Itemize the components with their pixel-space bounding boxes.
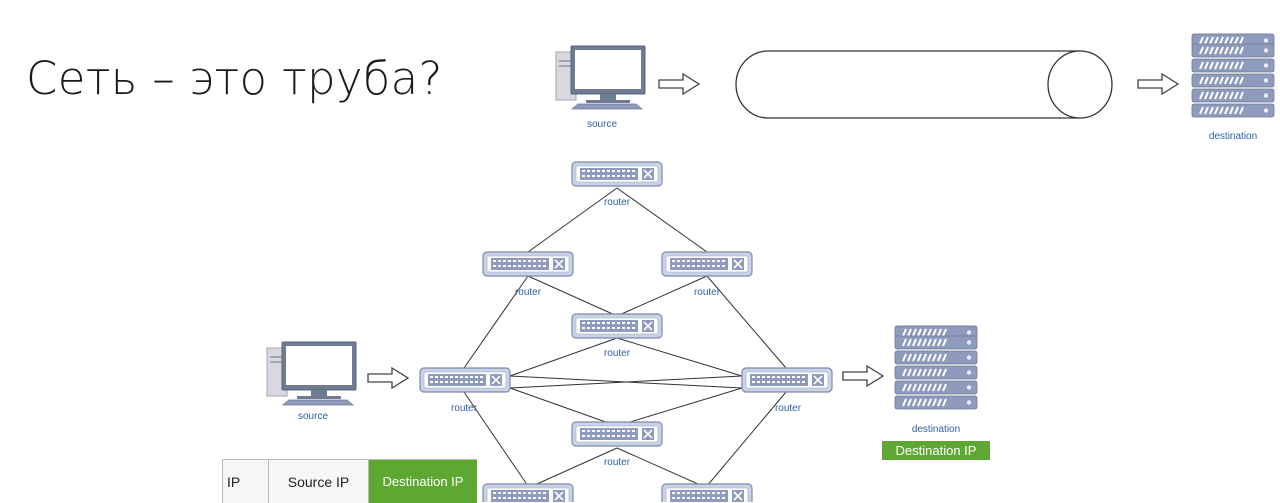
pipe-cylinder-icon bbox=[735, 50, 1113, 119]
router-label: router bbox=[604, 457, 631, 468]
router-switch-icon bbox=[661, 251, 753, 277]
router-label: router bbox=[515, 287, 542, 298]
network-links bbox=[463, 187, 787, 489]
router-label: router bbox=[604, 348, 631, 359]
destination-label: destination bbox=[1209, 131, 1257, 142]
page-title: Сеть – это труба? bbox=[26, 52, 443, 105]
packet-field-ip: IP bbox=[223, 460, 269, 503]
router-switch-icon bbox=[482, 483, 574, 502]
desktop-computer-icon bbox=[266, 341, 357, 406]
desktop-computer-icon bbox=[555, 45, 646, 110]
router-label: router bbox=[451, 403, 478, 414]
router-switch-icon bbox=[419, 367, 511, 393]
packet-field-source-ip: Source IP bbox=[269, 460, 369, 503]
router-switch-icon bbox=[661, 483, 753, 502]
server-rack-icon bbox=[894, 325, 978, 410]
router-switch-icon bbox=[571, 313, 663, 339]
ip-packet-header: IP Source IP Destination IP bbox=[222, 459, 477, 503]
right-arrow-icon bbox=[658, 73, 700, 95]
right-arrow-icon bbox=[1137, 73, 1179, 95]
destination-ip-badge: Destination IP bbox=[882, 441, 990, 460]
packet-field-destination-ip: Destination IP bbox=[369, 460, 477, 503]
router-label: router bbox=[694, 287, 721, 298]
router-switch-icon bbox=[482, 251, 574, 277]
router-label: router bbox=[604, 197, 631, 208]
source-label: source bbox=[298, 411, 328, 422]
destination-label: destination bbox=[912, 424, 960, 435]
right-arrow-icon bbox=[367, 367, 409, 389]
router-switch-icon bbox=[571, 421, 663, 447]
server-rack-icon bbox=[1191, 33, 1275, 118]
router-switch-icon bbox=[571, 161, 663, 187]
router-switch-icon bbox=[741, 367, 833, 393]
router-label: router bbox=[775, 403, 802, 414]
right-arrow-icon bbox=[842, 365, 884, 387]
source-label: source bbox=[587, 119, 617, 130]
